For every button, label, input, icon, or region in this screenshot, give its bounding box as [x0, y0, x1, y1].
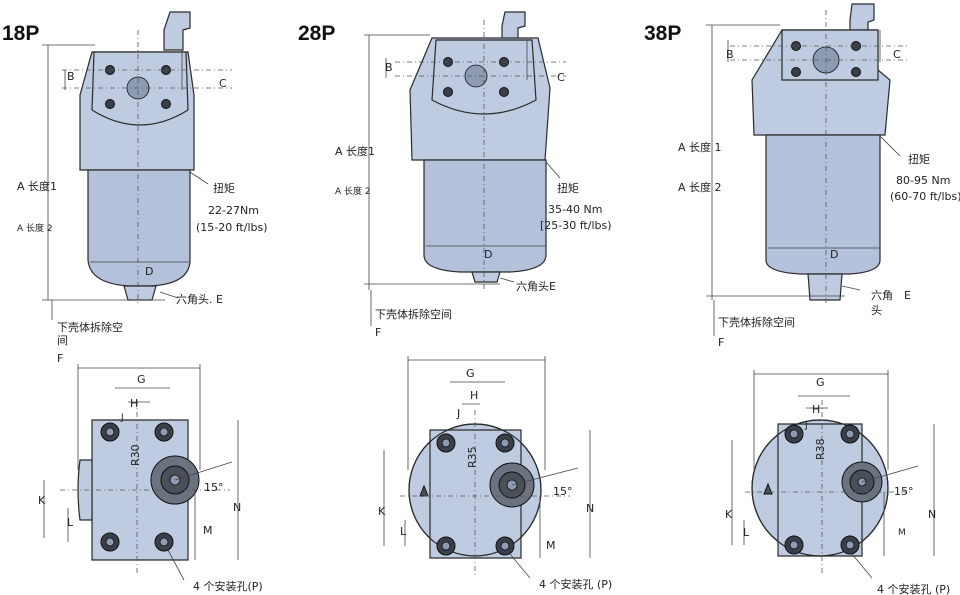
dim-n-label: N: [586, 502, 594, 515]
removal-label: 下壳体拆除空: [57, 320, 123, 334]
bolt-hole: [791, 67, 801, 77]
bolt-hole: [161, 99, 171, 109]
torque-ft: (15-20 ft/lbs): [196, 221, 268, 234]
dim-k-label: K: [38, 494, 46, 507]
torque-title: 扭矩: [908, 152, 930, 166]
dim-b-label: B: [67, 70, 75, 83]
dim-n-label: N: [928, 508, 936, 521]
model-title: 38P: [644, 22, 681, 45]
hex-label-2: 头: [871, 304, 882, 317]
length1-label: A 长度 1: [678, 140, 722, 154]
length2-label: A 长度 2: [678, 180, 722, 194]
dim-l-label: L: [743, 526, 750, 539]
hex-label: 六角: [871, 289, 893, 302]
dim-f-label: F: [718, 336, 724, 349]
torque-title: 扭矩: [557, 181, 579, 195]
dim-g-label: G: [466, 367, 475, 380]
length1-label: A 长度1: [17, 179, 57, 193]
dim-k-label: K: [378, 505, 386, 518]
dim-n-label: N: [233, 501, 241, 514]
dim-k-label: K: [725, 508, 733, 521]
vent-fitting: [163, 11, 191, 51]
mounting-plate: [429, 429, 522, 559]
angle-label: 15°: [204, 481, 224, 494]
dim-l-label: L: [400, 525, 407, 538]
dim-f-label: F: [375, 326, 381, 339]
length2-label: A 长度 2: [17, 222, 53, 234]
dim-c-label: C: [219, 77, 227, 90]
mounting-holes-label: 4 个安装孔 (P): [877, 582, 950, 595]
dim-c-label: C: [893, 48, 901, 61]
bolt-hole: [851, 67, 861, 77]
dim-g-label: G: [137, 373, 146, 386]
torque-title: 扭矩: [213, 181, 235, 195]
angle-label: 15°: [553, 485, 573, 498]
bolt-hole: [499, 87, 509, 97]
dim-b-label: B: [385, 61, 393, 74]
drain-mark: [763, 482, 773, 495]
mounting-holes-label: 4 个安装孔(P): [193, 579, 263, 593]
dim-j-label: J: [120, 413, 124, 423]
dim-h-label: H: [812, 403, 820, 416]
dim-m-label: M: [898, 528, 906, 538]
filter-bowl: [87, 169, 191, 287]
dim-g-label: G: [816, 376, 825, 389]
model-28p: 28P B C A 长度1 A 长: [298, 11, 612, 591]
radius-label: R38: [814, 438, 827, 460]
dim-d-label: D: [830, 248, 838, 261]
mounting-plate: [777, 423, 863, 557]
torque-nm: 35-40 Nm: [548, 203, 602, 216]
bolt-hole: [105, 99, 115, 109]
side-view: [706, 3, 910, 336]
vent-fitting: [849, 3, 875, 33]
dim-f-label: F: [57, 352, 63, 365]
length1-label: A 长度1: [335, 144, 375, 158]
removal-label-2: 间: [57, 334, 68, 347]
removal-label: 下壳体拆除空间: [375, 307, 452, 321]
dim-h-label: H: [470, 389, 478, 402]
dim-j-label: J: [456, 407, 460, 420]
dim-h-label: H: [130, 397, 138, 410]
dim-c-label: C: [557, 71, 565, 84]
dim-b-label: B: [726, 48, 734, 61]
dim-m-label: M: [203, 524, 213, 537]
length2-label: A 长度 2: [335, 185, 371, 197]
torque-nm: 22-27Nm: [208, 204, 259, 217]
vent-fitting: [501, 11, 526, 41]
filter-bowl: [765, 134, 881, 275]
mounting-holes-label: 4 个安装孔 (P): [539, 577, 612, 591]
dim-d-label: D: [145, 265, 153, 278]
dim-d-label: D: [484, 248, 492, 261]
torque-ft: [25-30 ft/lbs): [540, 219, 612, 232]
top-view: [383, 356, 591, 579]
top-view: [43, 364, 239, 581]
dim-l-label: L: [67, 516, 74, 529]
hex-label: 六角头E: [516, 280, 556, 293]
model-38p: 38P B C A 长度 1 A: [644, 3, 960, 595]
model-18p: 18P B C A 长度1: [2, 11, 268, 593]
filter-bowl: [423, 159, 547, 273]
bolt-hole: [443, 87, 453, 97]
removal-label: 下壳体拆除空间: [718, 315, 795, 329]
dim-j-label: J: [804, 421, 808, 431]
side-view: [42, 11, 232, 320]
torque-ft: (60-70 ft/lbs): [890, 190, 960, 203]
hex-e-label: E: [904, 289, 911, 302]
angle-label: 15°: [894, 485, 914, 498]
drain-hex: [123, 285, 157, 301]
drain-hex: [807, 273, 843, 301]
torque-nm: 80-95 Nm: [896, 174, 950, 187]
model-title: 18P: [2, 22, 39, 45]
dim-m-label: M: [546, 539, 556, 552]
top-view: [731, 370, 935, 579]
radius-label: R30: [129, 444, 142, 466]
hex-label: 六角头. E: [176, 293, 223, 306]
model-title: 28P: [298, 22, 335, 45]
drain-hex: [471, 271, 501, 283]
radius-label: R35: [466, 446, 479, 468]
side-view: [364, 11, 566, 326]
